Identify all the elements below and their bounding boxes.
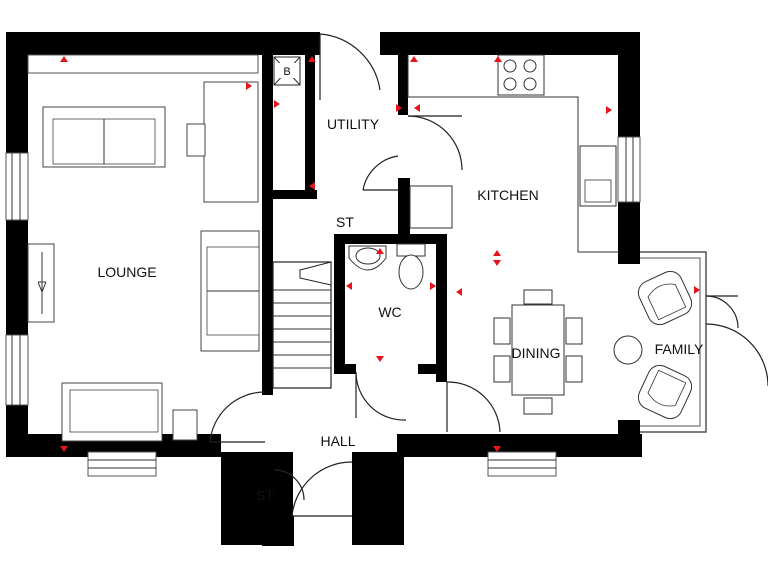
hob: [497, 54, 545, 96]
toilet-cistern: [396, 243, 426, 257]
marker: [493, 446, 501, 452]
dining-table: [493, 289, 583, 415]
wall-bottom-left: [6, 434, 221, 457]
marker: [246, 82, 252, 90]
marker: [606, 106, 612, 114]
fridge-unit: [409, 185, 453, 229]
marker: [274, 100, 280, 108]
lounge-furniture: [27, 81, 260, 442]
family-furniture: [613, 270, 693, 420]
power-markers: [60, 56, 700, 452]
kitchen-fittings: [407, 54, 618, 253]
staircase: [272, 261, 332, 389]
boiler: B: [273, 56, 301, 86]
marker: [376, 248, 384, 254]
wall-wc-bottom-l: [334, 364, 356, 374]
doors: [209, 33, 768, 517]
room-label-family: FAMILY: [655, 341, 704, 357]
wall-porch-bottom: [262, 516, 294, 546]
coffee-table: [613, 335, 643, 365]
wall-hall-kitchen: [436, 374, 447, 382]
window-lounge-bottom: [87, 451, 157, 477]
wall-lounge-partition: [262, 55, 273, 395]
boiler-label: B: [283, 66, 290, 78]
room-label-utility: UTILITY: [327, 116, 380, 132]
wall-utility-bottom: [262, 190, 317, 199]
worktop: [407, 55, 618, 253]
marker: [60, 446, 68, 452]
wall-wc-right: [436, 234, 447, 374]
window-lounge-top: [27, 54, 259, 74]
wall-right-upper: [618, 32, 640, 137]
marker: [456, 288, 462, 296]
marker: [410, 56, 418, 62]
wall-wc-bottom-r: [418, 364, 446, 374]
room-label-hall: HALL: [320, 433, 355, 449]
room-label-wc: WC: [378, 304, 401, 320]
wall-utility-right: [305, 55, 315, 195]
wall-wc-left: [334, 234, 345, 374]
wall-bottom-right: [450, 434, 642, 457]
marker: [430, 282, 436, 290]
desk-chair: [186, 123, 206, 157]
marker: [396, 104, 402, 112]
wall-utility-kitchen: [398, 55, 408, 115]
window-family-bay: [640, 251, 707, 433]
room-label-store-upper: ST: [336, 214, 354, 230]
room-label-kitchen: KITCHEN: [477, 187, 538, 203]
toilet-bowl: [398, 254, 424, 290]
wall-bottom-mid: [397, 434, 452, 457]
room-label-dining: DINING: [512, 345, 561, 361]
wall-wc-top: [334, 234, 446, 244]
room-label-lounge: LOUNGE: [97, 264, 156, 280]
wall-top-left: [6, 32, 320, 55]
wall-store-kitchen: [398, 178, 410, 235]
marker: [346, 282, 352, 290]
marker: [493, 260, 501, 266]
windows: [5, 54, 707, 477]
marker: [60, 56, 68, 62]
wall-top-right: [380, 32, 640, 55]
window-lounge-left-lower: [5, 334, 29, 406]
wall-right-lower: [618, 420, 640, 457]
marker: [414, 104, 420, 112]
marker: [493, 250, 501, 256]
marker: [494, 56, 502, 62]
window-dining-bottom: [487, 451, 557, 477]
desk: [203, 81, 259, 203]
side-table: [172, 409, 198, 441]
marker: [309, 182, 315, 190]
room-labels: LOUNGE UTILITY KITCHEN ST WC DINING FAMI…: [97, 116, 704, 503]
marker: [376, 356, 384, 362]
marker: [308, 56, 316, 62]
wall-right-mid: [618, 202, 640, 264]
window-lounge-left-upper: [5, 152, 29, 221]
window-kitchen-right: [617, 136, 641, 203]
wall-porch-right: [352, 452, 404, 545]
room-label-store-lower: ST: [256, 487, 274, 503]
marker: [694, 286, 700, 294]
wall-hall-store-right: [264, 455, 274, 515]
wc-fittings: [348, 243, 426, 290]
